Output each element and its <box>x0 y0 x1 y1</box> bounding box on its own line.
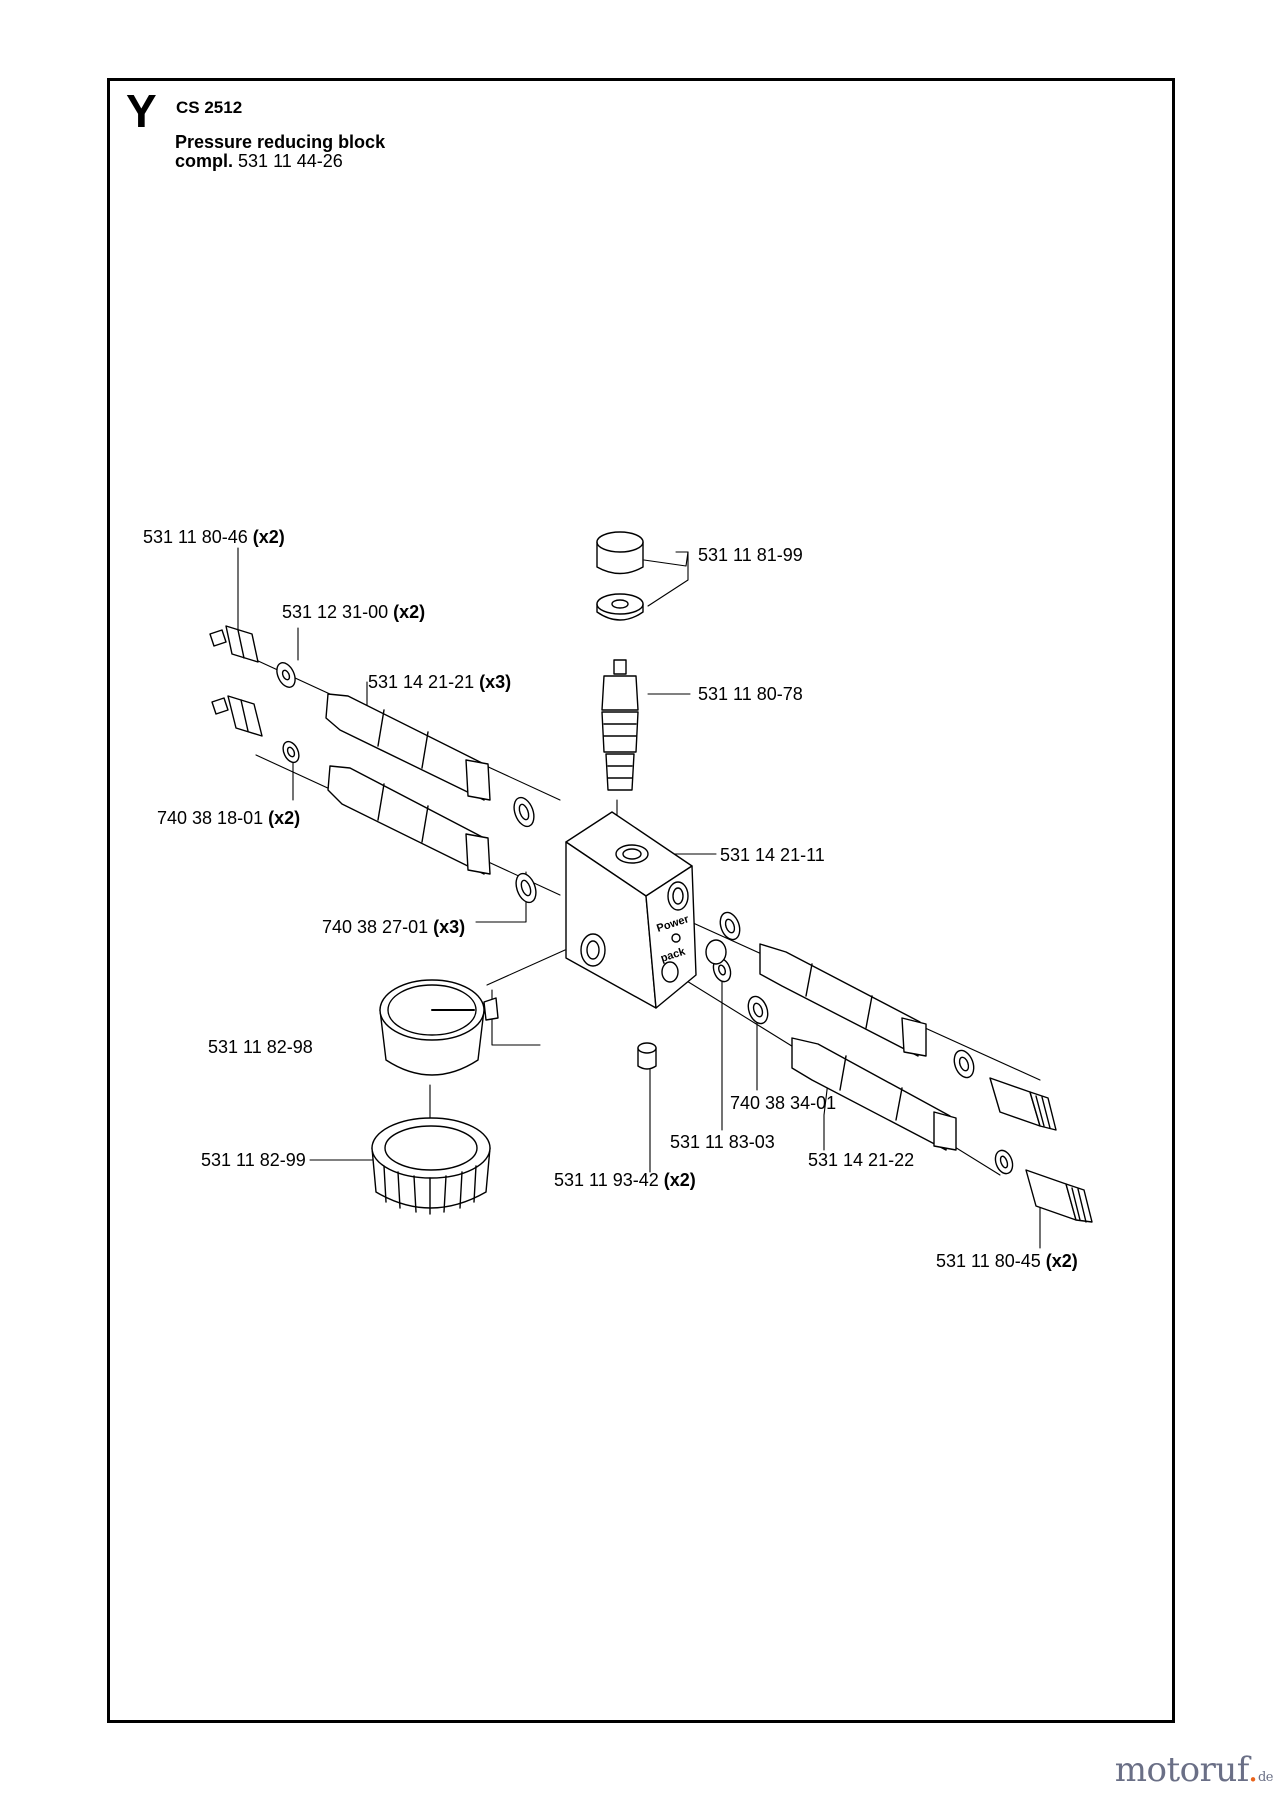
seal-rings-right <box>953 1049 1014 1175</box>
coupling-upper-right <box>989 1077 1057 1131</box>
part-label-740-38-18-01: 740 38 18-01 (x2) <box>157 808 301 828</box>
compl-label: compl. <box>175 151 234 171</box>
part-label-531-11-81-99: 531 11 81-99 <box>698 545 803 565</box>
model-number: CS 2512 <box>176 98 243 117</box>
part-label-531-14-21-22: 531 14 21-22 <box>808 1150 915 1170</box>
seal-rings-left <box>513 796 537 904</box>
pressure-block <box>565 811 697 1009</box>
gauge-ring <box>371 1117 491 1215</box>
hose-lower-right <box>791 1037 957 1151</box>
washer-upper-left <box>276 662 296 688</box>
section-letter: Y <box>126 85 157 137</box>
part-label-740-38-34-01: 740 38 34-01 <box>730 1093 837 1113</box>
fitting-lower-left <box>211 695 263 737</box>
pressure-gauge <box>379 979 499 1076</box>
watermark-logo: motoruf.de <box>1114 1750 1274 1790</box>
part-label-531-11-80-45: 531 11 80-45 (x2) <box>936 1251 1078 1271</box>
part-label-531-14-21-21: 531 14 21-21 (x3) <box>368 672 512 692</box>
assembly-compl-line: compl. 531 11 44-26 <box>175 151 343 172</box>
washer-lower-left <box>282 740 300 764</box>
part-label-531-11-93-42: 531 11 93-42 (x2) <box>554 1170 696 1190</box>
page-frame <box>107 78 1175 1723</box>
coupling-lower-right <box>1025 1169 1093 1223</box>
part-label-531-11-82-98: 531 11 82-98 <box>208 1037 313 1057</box>
fitting-upper-left <box>209 625 259 663</box>
part-label-531-11-80-78: 531 11 80-78 <box>698 684 803 704</box>
assembly-title: Pressure reducing block <box>175 132 386 152</box>
part-label-531-11-80-46: 531 11 80-46 (x2) <box>143 527 285 547</box>
hose-upper-right <box>759 943 927 1057</box>
part-label-531-11-83-03: 531 11 83-03 <box>670 1132 775 1152</box>
cap-part <box>596 531 644 575</box>
part-label-531-14-21-11: 531 14 21-11 <box>720 845 825 865</box>
part-label-740-38-27-01: 740 38 27-01 (x3) <box>322 917 466 937</box>
cartridge-valve <box>601 659 639 791</box>
part-label-531-12-31-00: 531 12 31-00 (x2) <box>282 602 426 622</box>
plug-part <box>637 1042 657 1070</box>
small-fittings-right <box>705 911 769 1025</box>
hose-upper-left <box>325 693 491 801</box>
washer-part <box>596 593 644 621</box>
hose-lower-left <box>327 765 491 875</box>
compl-part-number: 531 11 44-26 <box>238 151 343 171</box>
part-label-531-11-82-99: 531 11 82-99 <box>201 1150 306 1170</box>
